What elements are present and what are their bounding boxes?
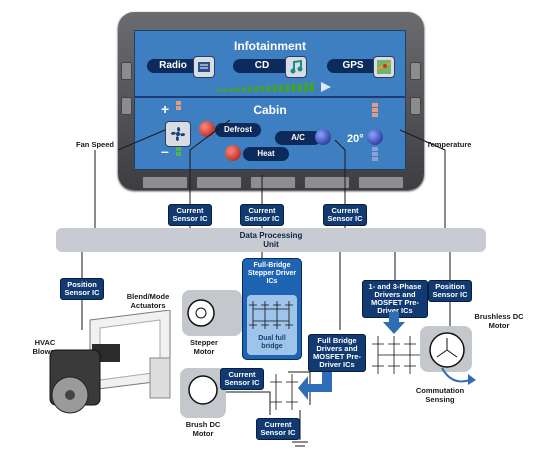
defrost-button[interactable]: Defrost	[215, 123, 261, 137]
screen-divider	[135, 96, 405, 98]
display-screen: Infotainment Radio CD GPS Cabin + – Defr…	[134, 30, 406, 170]
volume-level-segment	[254, 86, 259, 92]
stepper-motor-label: Stepper Motor	[190, 338, 218, 356]
full-bridge-stepper-driver-box: Full-Bridge Stepper Driver ICs Dual full…	[242, 258, 302, 360]
volume-level-segment	[260, 85, 265, 92]
volume-level-segment	[279, 84, 283, 92]
hvac-blower-label: HVAC Blower	[32, 338, 58, 356]
volume-level-segment	[266, 85, 271, 92]
bezel-button-bottom-1[interactable]	[142, 176, 188, 189]
current-sensor-ic-bottom: Current Sensor IC	[256, 418, 300, 440]
current-sensor-ic-mid: Current Sensor IC	[220, 368, 264, 390]
volume-level-segment	[310, 82, 314, 92]
data-processing-unit-bus: Data Processing Unit	[56, 228, 486, 252]
temperature-label: Temperature	[426, 140, 472, 149]
dual-full-bridge-label: Dual full bridge	[258, 335, 286, 350]
position-sensor-ic-right: Position Sensor IC	[428, 280, 472, 302]
brushless-dc-motor-label: Brushless DC Motor	[474, 312, 524, 330]
radio-icon	[193, 56, 215, 78]
temperature-value: 20°	[347, 133, 364, 145]
infotainment-title: Infotainment	[234, 39, 306, 53]
volume-level-segment	[229, 88, 234, 92]
hvac-blower-illustration	[49, 310, 171, 414]
volume-level-segment	[272, 84, 277, 92]
volume-level-segment	[303, 82, 308, 92]
volume-level-bar	[217, 82, 331, 92]
bezel-button-bottom-5[interactable]	[358, 176, 404, 189]
map-icon	[373, 56, 395, 78]
fan-minus-sign: –	[161, 143, 169, 159]
brush-motor-transistors-icon	[270, 374, 298, 410]
commutation-arrow	[441, 367, 476, 385]
ac-button[interactable]: A/C	[275, 131, 321, 145]
fan-icon[interactable]	[165, 121, 191, 147]
dual-full-bridge-panel: Dual full bridge	[247, 295, 297, 355]
full-bridge-drivers-arrow	[298, 372, 332, 400]
ac-indicator-icon	[315, 129, 331, 145]
volume-level-segment	[241, 87, 246, 92]
brush-dc-motor-symbol	[188, 375, 218, 405]
bridge-transistors-icon	[249, 301, 293, 329]
commutation-sensing-label: Commutation Sensing	[415, 386, 465, 404]
radio-button[interactable]: Radio	[147, 59, 199, 73]
temperature-knob-icon[interactable]	[367, 129, 383, 145]
phase-drivers-arrow	[383, 312, 405, 334]
gps-button[interactable]: GPS	[327, 59, 379, 73]
phase-driver-transistors-icon	[372, 336, 420, 374]
bezel-button-left-top[interactable]	[121, 62, 132, 80]
volume-level-segment	[217, 89, 221, 92]
temperature-gauge	[372, 103, 378, 161]
volume-level-segment	[285, 84, 290, 92]
bezel-button-bottom-2[interactable]	[196, 176, 242, 189]
heat-indicator-icon	[225, 145, 241, 161]
brushless-motor-symbol	[429, 332, 465, 368]
current-sensor-ic-1: Current Sensor IC	[168, 204, 212, 226]
phase-drivers-ic: 1- and 3-Phase Drivers and MOSFET Pre-Dr…	[362, 280, 428, 318]
volume-level-segment	[291, 83, 296, 92]
fan-speed-gauge	[176, 101, 181, 156]
bezel-button-bottom-4[interactable]	[304, 176, 350, 189]
heat-button[interactable]: Heat	[243, 147, 289, 161]
volume-level-segment	[223, 88, 228, 92]
bezel-button-right-top[interactable]	[410, 62, 421, 80]
data-processing-unit-label: Data Processing Unit	[239, 231, 303, 249]
volume-level-segment	[297, 83, 302, 92]
bezel-button-right-bottom[interactable]	[410, 97, 421, 115]
fan-plus-sign: +	[161, 101, 170, 117]
fan-speed-label: Fan Speed	[76, 140, 114, 149]
cd-button[interactable]: CD	[233, 59, 291, 73]
bezel-button-left-bottom[interactable]	[121, 97, 132, 115]
music-note-icon	[285, 56, 307, 78]
volume-level-segment	[248, 86, 252, 92]
full-bridge-drivers-ic: Full Bridge Drivers and MOSFET Pre-Drive…	[308, 334, 366, 372]
position-sensor-ic-left: Position Sensor IC	[60, 278, 104, 300]
cabin-title: Cabin	[253, 103, 287, 117]
volume-level-segment	[235, 87, 240, 92]
defrost-indicator-icon	[199, 121, 215, 137]
brush-dc-motor-label: Brush DC Motor	[185, 420, 221, 438]
current-sensor-ic-2: Current Sensor IC	[240, 204, 284, 226]
blend-mode-actuators-label: Blend/Mode Actuators	[126, 292, 170, 310]
stepper-motor-symbol	[187, 299, 215, 327]
full-bridge-stepper-label: Full-Bridge Stepper Driver ICs	[247, 262, 297, 285]
current-sensor-ic-3: Current Sensor IC	[323, 204, 367, 226]
